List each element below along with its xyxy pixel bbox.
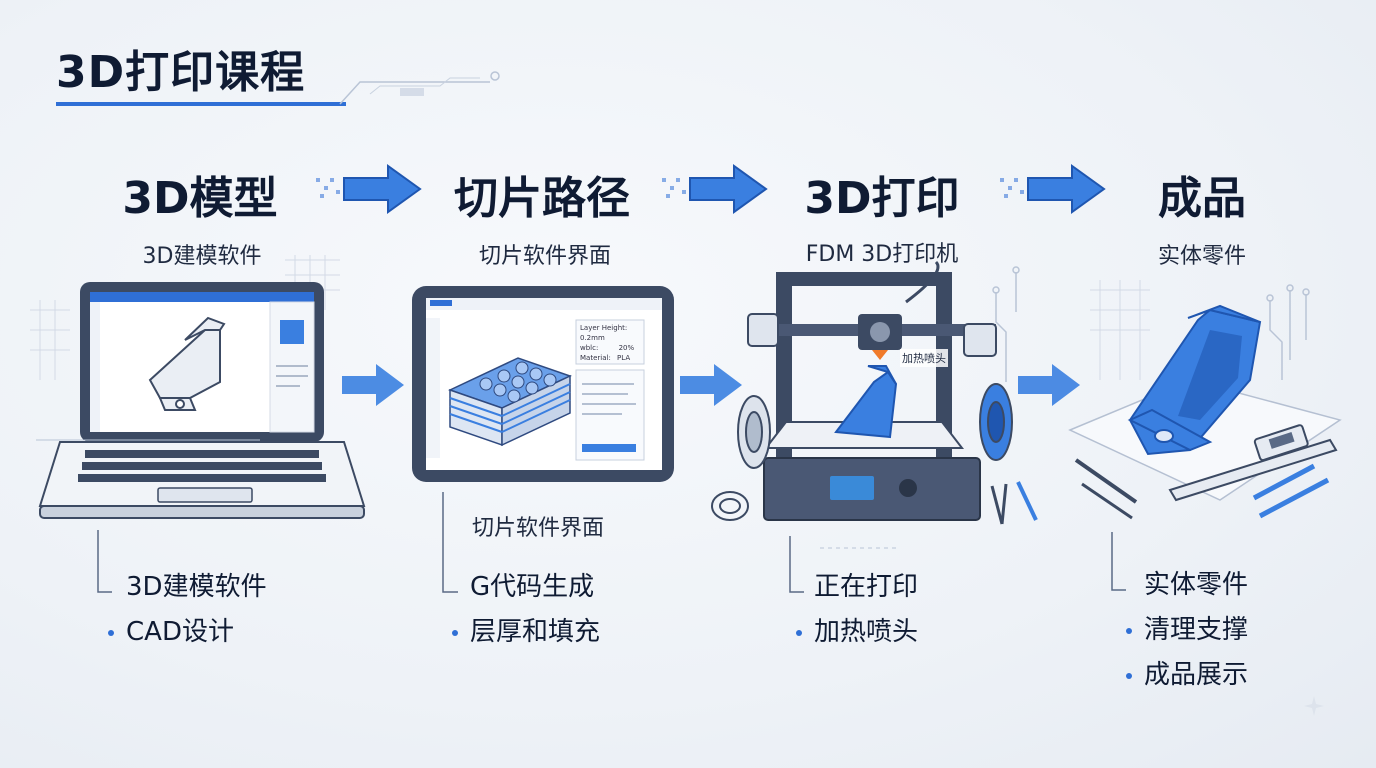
layer-height-label: Layer Height:: [580, 324, 628, 332]
stage-title-slicing: 切片路径: [454, 173, 630, 224]
stage-subtitle-model: 3D建模软件: [142, 244, 262, 269]
list-item: 正在打印: [814, 572, 919, 602]
infill-value: 20%: [618, 344, 635, 352]
stage-subtitle-slicing: 切片软件界面: [478, 244, 611, 269]
stage-title-printing: 3D打印: [804, 173, 960, 224]
bullets-model: 3D建模软件 CAD设计: [108, 565, 267, 655]
laptop-cad-icon: [30, 255, 366, 519]
list-item: CAD设计: [108, 610, 267, 655]
list-item: 加热喷头: [796, 610, 918, 655]
slicing-caption: 切片软件界面: [472, 516, 605, 541]
slicer-settings-panel: Layer Height: 0.2mm wblc: 20% Material: …: [580, 323, 650, 363]
top-arrow-1: [316, 164, 422, 214]
list-item: 层厚和填充: [452, 610, 600, 655]
stage-subtitle-finished: 实体零件: [1157, 244, 1246, 269]
bullets-printing: 正在打印 加热喷头: [796, 565, 919, 655]
top-arrow-2: [662, 164, 768, 214]
stage-subtitle-printing: FDM 3D打印机: [805, 242, 959, 267]
infill-label: wblc:: [580, 344, 599, 352]
mid-arrow-2: [680, 364, 742, 406]
tablet-slicer-icon: [412, 286, 674, 482]
layer-height-value: 0.2mm: [580, 334, 605, 342]
page-title: 3D打印课程: [56, 47, 306, 98]
stage-title-model: 3D模型: [122, 173, 278, 224]
list-item: 成品展示: [1126, 653, 1248, 698]
circuit-decoration: [339, 71, 500, 105]
sparkle-icon: [1304, 696, 1324, 716]
material-label: Material:: [580, 354, 611, 362]
finished-part-icon: [1068, 280, 1342, 520]
fdm-printer-icon: [711, 260, 1038, 525]
material-value: PLA: [617, 354, 631, 362]
bullets-slicing: G代码生成 层厚和填充: [452, 565, 600, 655]
list-item: G代码生成: [470, 572, 595, 602]
top-arrow-3: [1000, 164, 1106, 214]
list-item: 3D建模软件: [126, 572, 267, 602]
stage-title-finished: 成品: [1158, 173, 1246, 224]
mid-arrow-1: [342, 364, 404, 406]
bullets-finished: 实体零件 清理支撑 成品展示: [1126, 563, 1249, 698]
list-item: 实体零件: [1144, 570, 1249, 600]
mid-arrow-3: [1018, 364, 1080, 406]
title-underline: [56, 102, 346, 106]
extruder-callout: 加热喷头: [900, 349, 948, 367]
list-item: 清理支撑: [1126, 608, 1248, 653]
